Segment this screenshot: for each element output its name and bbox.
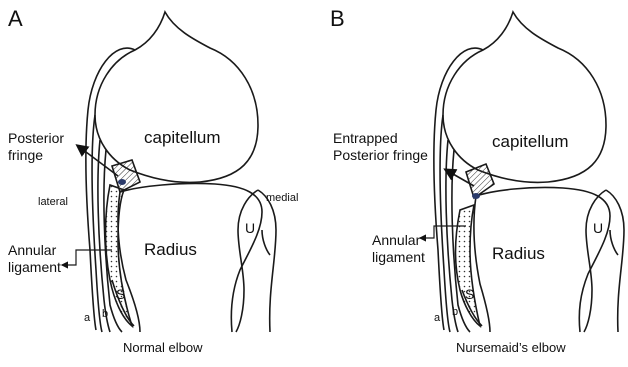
radius-label-a: Radius [144,240,197,260]
panel-b-drawing [420,12,624,332]
capitellum-shape-b [443,12,606,182]
lateral-label: lateral [38,196,68,209]
caption-b: Nursemaid’s elbow [456,340,566,355]
fringe-label-a-line2: fringe [8,147,43,164]
line-a-label-b: a [434,312,440,325]
annular-label-a-line1: Annular [8,242,56,259]
ulna-label-a: U [245,220,255,237]
capitellum-label-a: capitellum [144,128,221,148]
capitellum-label-b: capitellum [492,132,569,152]
panel-a-drawing [62,12,276,332]
fringe-label-b-line2: Posterior fringe [333,147,428,164]
line-b-label-a: b [102,308,108,321]
radius-label-b: Radius [492,244,545,264]
ulna-label-b: U [593,220,603,237]
caption-a: Normal elbow [123,340,202,355]
medial-label: medial [266,192,298,205]
supinator-label-b: S [465,286,474,303]
supinator-label-a: S [116,286,125,303]
fringe-label-b-line1: Entrapped [333,130,398,147]
ulna-shape-a [236,190,258,332]
capitellum-shape-a [95,12,258,182]
fringe-label-a-line1: Posterior [8,130,64,147]
annular-label-b-line1: Annular [372,232,420,249]
line-a-label-a: a [84,312,90,325]
line-b-label-b: b [452,306,458,319]
annular-label-a-line2: ligament [8,259,61,276]
panel-a-letter: A [8,6,23,32]
panel-b-letter: B [330,6,345,32]
annular-label-b-line2: ligament [372,249,425,266]
